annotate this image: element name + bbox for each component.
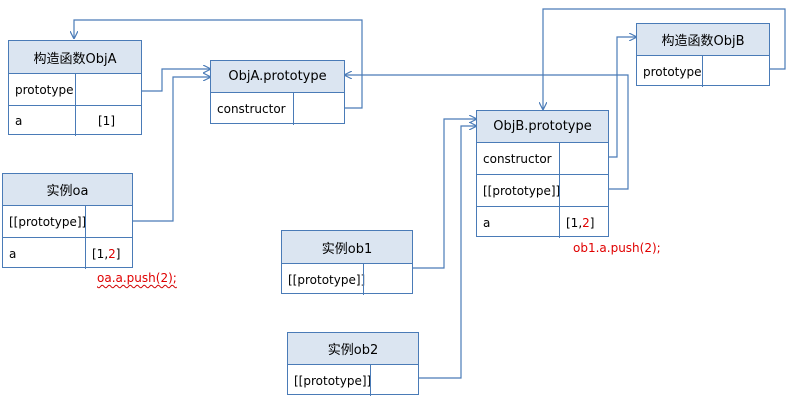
instOa-row-prototype: [[prototype]] [3, 205, 132, 237]
instOb2-table: 实例ob2 [[prototype]] [287, 332, 419, 396]
instOb1-table: 实例ob1 [[prototype]] [281, 230, 413, 295]
ctorA-a-value: [1] [75, 106, 141, 136]
ctorA-title: 构造函数ObjA [33, 51, 117, 67]
instOb2-header: 实例ob2 [288, 333, 418, 364]
ctorB-title: 构造函数ObjB [661, 34, 745, 49]
ctorA-header: 构造函数ObjA [9, 41, 141, 73]
arrow-ob2-to-protoB [419, 126, 476, 379]
protoA-table: ObjA.prototype constructor [210, 60, 345, 125]
protoB-a-value-part2: ] [589, 215, 595, 230]
protoB-prototype-key: [[prototype]] [483, 183, 561, 198]
protoB-constructor-key: constructor [483, 151, 552, 166]
ctorA-table: 构造函数ObjA prototype a [1] [8, 40, 142, 136]
protoA-header: ObjA.prototype [211, 61, 344, 92]
instOa-prototype-value [85, 206, 132, 237]
ctorA-prototype-key: prototype [15, 82, 74, 97]
instOa-a-value-part1: [1, [92, 246, 109, 261]
protoB-row-prototype: [[prototype]] [477, 174, 608, 206]
protoA-constructor-key: constructor [217, 102, 286, 116]
instOb2-title: 实例ob2 [327, 343, 379, 358]
instOa-row-a: a [1,2] [3, 237, 132, 269]
protoB-a-value-added: 2 [582, 215, 590, 230]
instOb2-prototype-key: [[prototype]] [294, 373, 372, 388]
instOb1-row-prototype: [[prototype]] [282, 263, 412, 295]
protoB-row-a: a [1,2] [477, 206, 608, 238]
protoB-row-constructor: constructor [477, 142, 608, 174]
instOa-title: 实例oa [46, 184, 89, 199]
ctorB-table: 构造函数ObjB prototype [636, 23, 770, 87]
protoB-constructor-value [559, 143, 608, 174]
arrow-oa-to-protoA [133, 77, 210, 222]
arrow-ob1-to-protoB [413, 119, 476, 269]
ctorB-row-prototype: prototype [637, 55, 769, 87]
protoB-prototype-value [559, 175, 608, 206]
protoA-row-constructor: constructor [211, 92, 344, 125]
ctorA-a-key: a [15, 114, 23, 128]
ctorA-row-prototype: prototype [9, 73, 141, 105]
instOa-a-value: [1,2] [85, 238, 132, 269]
protoA-constructor-value [293, 93, 344, 125]
instOa-a-value-part2: ] [115, 246, 121, 261]
instOb1-prototype-value [363, 264, 412, 295]
protoB-title: ObjB.prototype [493, 119, 592, 134]
arrow-protoB-constructor-to-ctorB [609, 37, 636, 158]
instOb1-title: 实例ob1 [321, 241, 373, 257]
protoB-a-value: [1,2] [559, 207, 608, 238]
protoB-note: ob1.a.push(2); [573, 241, 661, 255]
protoB-a-key: a [483, 215, 491, 230]
instOb1-header: 实例ob1 [282, 231, 412, 263]
instOa-a-key: a [9, 246, 17, 261]
protoB-a-value-part1: [1, [566, 215, 583, 230]
instOb1-prototype-key: [[prototype]] [288, 272, 366, 287]
instOa-prototype-key: [[prototype]] [9, 214, 87, 229]
protoB-header: ObjB.prototype [477, 111, 608, 142]
ctorB-prototype-value [702, 56, 769, 87]
protoA-title: ObjA.prototype [228, 69, 327, 84]
instOb2-row-prototype: [[prototype]] [288, 364, 418, 396]
ctorB-header: 构造函数ObjB [637, 24, 769, 55]
instOa-a-value-added: 2 [108, 246, 116, 261]
instOa-note: oa.a.push(2); [97, 271, 177, 285]
ctorA-prototype-value [75, 74, 141, 105]
instOb2-prototype-value [370, 365, 418, 396]
ctorB-prototype-key: prototype [643, 64, 702, 79]
instOa-table: 实例oa [[prototype]] a [1,2] [2, 173, 133, 269]
ctorA-row-a: a [1] [9, 105, 141, 136]
protoB-table: ObjB.prototype constructor [[prototype]]… [476, 110, 609, 238]
instOa-header: 实例oa [3, 174, 132, 205]
